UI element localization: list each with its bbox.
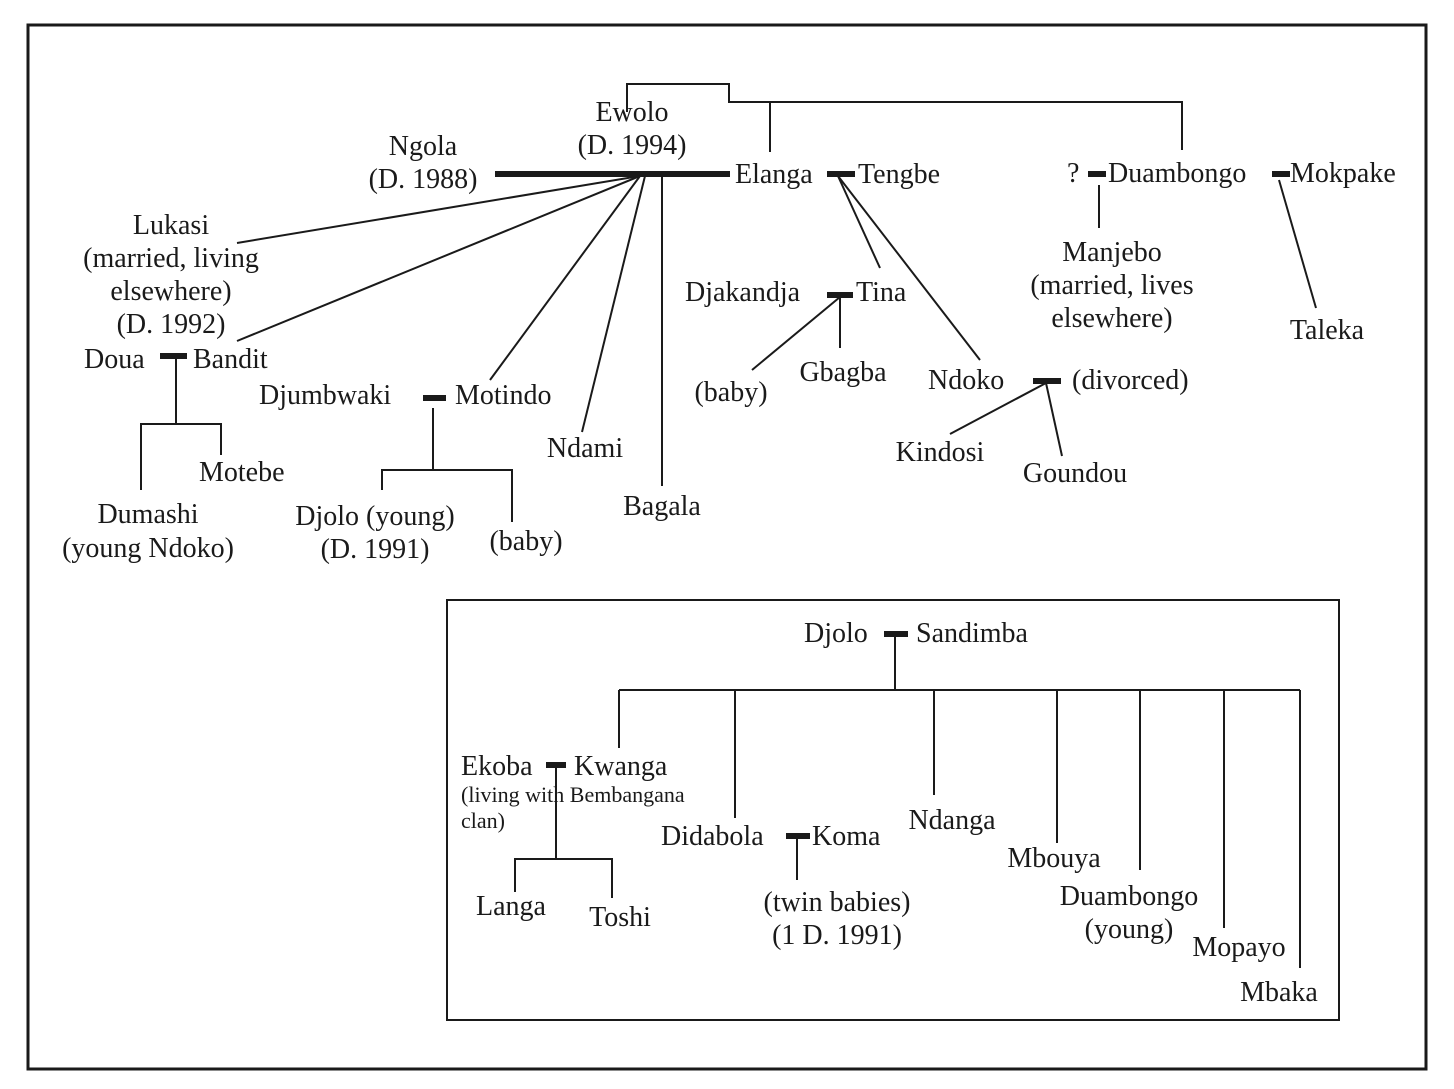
label-duambongo-young-1: Duambongo [1060, 881, 1198, 912]
inset-tree-labels: Djolo Sandimba Ekoba Kwanga (living with… [461, 618, 1318, 1008]
label-ndami: Ndami [547, 433, 623, 464]
label-twins-2: (1 D. 1991) [772, 920, 902, 951]
label-goundou: Goundou [1023, 458, 1127, 489]
label-motindo: Motindo [455, 380, 551, 411]
label-sandimba: Sandimba [916, 618, 1029, 649]
label-djumbwaki: Djumbwaki [259, 380, 391, 411]
label-mopayo: Mopayo [1192, 932, 1285, 963]
label-motindo-baby: (baby) [489, 526, 562, 557]
label-lukasi-4: (D. 1992) [117, 309, 226, 340]
label-dumashi-2: (young Ndoko) [62, 533, 234, 564]
label-tina: Tina [856, 277, 907, 308]
label-manjebo-3: elsewhere) [1051, 303, 1172, 334]
label-manjebo-1: Manjebo [1062, 237, 1162, 268]
label-mbouya: Mbouya [1007, 843, 1101, 874]
label-twins-1: (twin babies) [764, 887, 911, 918]
label-kwanga-note-2: clan) [461, 808, 505, 833]
label-ewolo-death: (D. 1994) [578, 130, 687, 161]
label-ngola-death: (D. 1988) [369, 164, 478, 195]
label-ekoba: Ekoba [461, 751, 533, 782]
label-didabola: Didabola [661, 821, 764, 852]
label-mbaka: Mbaka [1240, 977, 1318, 1008]
label-gbagba: Gbagba [799, 357, 887, 388]
inset-tree-lines [514, 631, 1301, 968]
label-duambongo-young-2: (young) [1085, 914, 1174, 945]
label-lukasi-3: elsewhere) [110, 276, 231, 307]
label-lukasi-1: Lukasi [133, 210, 209, 241]
label-doua: Doua [84, 344, 145, 375]
label-dumashi-1: Dumashi [97, 499, 198, 530]
label-djakandja: Djakandja [685, 277, 801, 308]
label-kindosi: Kindosi [896, 437, 985, 468]
label-djolo-young-2: (D. 1991) [321, 534, 430, 565]
label-mokpake: Mokpake [1290, 158, 1396, 189]
label-manjebo-2: (married, lives [1030, 270, 1193, 301]
label-ndanga: Ndanga [908, 805, 996, 836]
label-bagala: Bagala [623, 491, 701, 522]
outer-frame [26, 23, 1428, 1071]
label-bandit: Bandit [193, 344, 268, 375]
label-motebe: Motebe [199, 457, 285, 488]
label-ewolo: Ewolo [595, 97, 668, 128]
label-kwanga: Kwanga [574, 751, 668, 782]
label-lukasi-2: (married, living [83, 243, 259, 274]
inset-frame [446, 599, 1340, 1021]
label-unknown-spouse: ? [1067, 158, 1079, 189]
label-elanga: Elanga [735, 159, 813, 190]
label-koma: Koma [812, 821, 881, 852]
label-djolo-young-1: Djolo (young) [295, 501, 454, 532]
label-toshi: Toshi [589, 902, 651, 933]
label-tengbe: Tengbe [858, 159, 940, 190]
label-taleka: Taleka [1290, 315, 1365, 346]
main-tree-lines [140, 83, 1317, 522]
label-djolo: Djolo [804, 618, 868, 649]
label-ngola: Ngola [389, 131, 458, 162]
label-tina-baby: (baby) [694, 377, 767, 408]
label-langa: Langa [476, 891, 547, 922]
label-duambongo: Duambongo [1108, 158, 1246, 189]
label-ndoko: Ndoko [928, 365, 1004, 396]
label-kwanga-note-1: (living with Bembangana [461, 782, 685, 807]
label-ndoko-spouse: (divorced) [1072, 365, 1189, 396]
main-tree-labels: Ewolo (D. 1994) Ngola (D. 1988) Elanga T… [62, 97, 1396, 565]
